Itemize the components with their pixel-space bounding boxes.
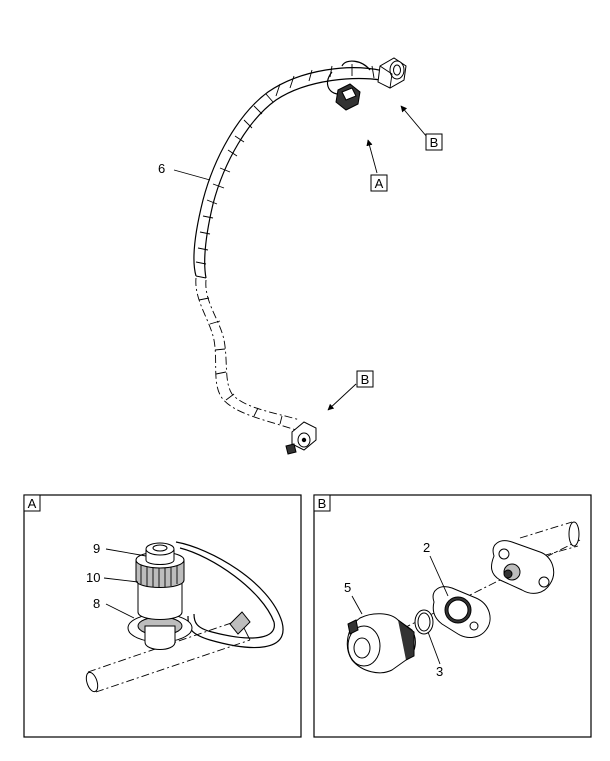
detail-panel-b: B 2 5 3 — [313, 494, 592, 738]
ref-label-a: A — [375, 176, 384, 191]
ref-box-b-top — [425, 133, 443, 151]
callout-5: 5 — [344, 580, 351, 595]
panel-a-title: A — [28, 496, 37, 511]
ref-label-b-top: B — [430, 135, 439, 150]
leader-6 — [173, 169, 211, 181]
callout-3: 3 — [436, 664, 443, 679]
callout-10: 10 — [86, 570, 100, 585]
arrow-view-b-top — [400, 105, 428, 138]
ref-box-b-bottom — [356, 370, 374, 388]
arrow-view-a — [366, 139, 378, 174]
lower-connector — [285, 421, 317, 455]
harness-wrap-marks — [195, 64, 375, 279]
arrow-view-b-bottom — [327, 383, 357, 411]
callout-2: 2 — [423, 540, 430, 555]
detail-panel-a: A 9 10 8 — [23, 494, 302, 738]
upper-right-connector — [377, 57, 407, 89]
callout-9: 9 — [93, 541, 100, 556]
callout-6: 6 — [158, 161, 165, 176]
ref-label-b-bottom: B — [361, 372, 370, 387]
ref-box-a — [370, 174, 388, 192]
callout-8: 8 — [93, 596, 100, 611]
panel-b-title: B — [318, 496, 327, 511]
upper-left-connector — [335, 83, 361, 111]
